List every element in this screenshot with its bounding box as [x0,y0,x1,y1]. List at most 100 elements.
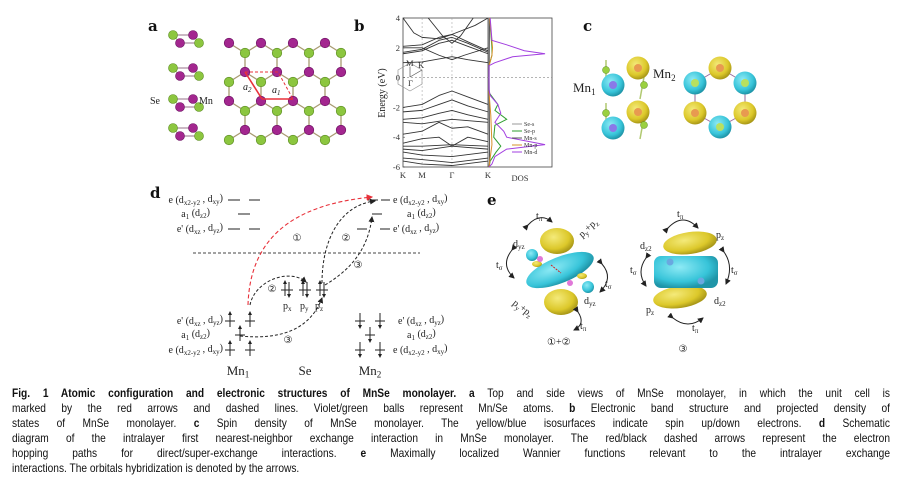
subscript: x2-y2 [184,349,201,357]
se-atom [255,76,267,88]
arrow-head [305,294,309,298]
subscript: x2-y2 [408,349,425,357]
y-tick-label: 2 [396,43,400,53]
subscript: yz [518,243,525,251]
subscript: σ [608,283,612,291]
direct-exchange-path [247,194,374,306]
panel-b-label: b [354,17,365,35]
subscript: xy [213,198,221,206]
k-tick-label: M [418,170,426,180]
wf2-caption: ③ [679,344,688,355]
mn-atom [271,124,283,136]
band-line [403,33,489,52]
bz-path [409,69,423,78]
mn-atom [691,109,699,117]
path-label-1: ① [293,233,302,244]
band-line [403,160,489,166]
se-atom [303,47,315,59]
text-part: a [181,209,186,220]
band-line [403,157,489,163]
mn-atom [609,124,617,132]
subscript: 1 [186,334,190,342]
se-atom [640,81,648,89]
subscript: xz [415,320,422,328]
se-atom [194,71,204,81]
se-atom [287,134,299,146]
text-part: t [731,265,734,276]
t-pi-label: tπ [580,321,587,333]
subscript: xz [410,228,417,236]
text-part: e (d [169,345,184,356]
mn-atom [255,37,267,49]
level-label: a1 (dz2) [407,328,436,342]
arrow-head [368,339,372,343]
subscript: 1 [411,213,415,221]
figure-caption: Fig. 1 Atomic configuration and electron… [12,386,890,476]
text-part: e' (d [177,316,194,327]
hybridization-arrow [572,306,582,331]
caption-text: states of MnSe monolayer. [12,417,194,430]
arrow-head [283,280,287,284]
y-tick-label: -2 [393,102,400,112]
text-part: a [407,330,412,341]
subscript: yz [589,300,596,308]
caption-line: diagram of the intralayer first nearest-… [12,431,890,446]
se-atom [319,76,331,88]
subscript: z2 [645,245,652,253]
arrow-head [287,294,291,298]
mn1-empty-levels [228,199,260,230]
se-atom [194,38,204,48]
spin-up-lobe [653,285,707,309]
y-axis-label: Energy (eV) [377,68,388,118]
spin-up-lobe [577,273,587,279]
text-part: , d [425,344,438,355]
subscript: z2 [200,333,207,341]
text-part: ) [436,222,439,233]
legend-label: Mn-p [524,143,537,149]
text-part: ) [432,207,435,218]
subscript: y [513,304,521,313]
caption-text: Maximally localized Wannier functions re… [366,447,891,460]
wf1-caption-2: +② [556,337,571,348]
super-exchange-path-3b [324,216,375,286]
caption-line: states of MnSe monolayer. c Spin density… [12,416,890,431]
spin-up-lobe [532,261,542,267]
band-line [403,151,489,158]
mn2-label: Mn2 [653,66,676,83]
text-part: p [315,301,320,312]
caption-text: hopping paths for direct/super-exchange … [12,447,361,460]
arrow-head [248,311,252,315]
mn-atom [188,123,198,133]
caption-bold: e [360,447,367,460]
band-line [427,18,474,44]
d-yz-label: dyz [513,239,525,251]
mn2-empty-levels [357,199,390,230]
p-z-label: pz [716,230,724,242]
se-atom [335,47,347,59]
mn-atom [741,109,749,117]
text-part: , d [201,315,214,326]
band-line [403,136,489,147]
hybridization-arrow [667,312,704,325]
dos-label: DOS [511,173,528,183]
super-exchange-path-2a [249,275,307,306]
text-part: , d [422,315,435,326]
hopping-marker [550,264,562,274]
subscript: 2 [377,370,382,380]
mn-atom [175,71,185,81]
se-atom [319,134,331,146]
p-z-label: pz [646,305,654,317]
mn-atom [634,108,642,116]
hybridization-arrow [718,246,731,285]
level-label: e (dx2-y2 , dxy) [393,193,447,207]
subscript: z2 [426,333,433,341]
text-part: e' (d [393,224,410,235]
arrow-head [378,354,382,358]
subscript: xy [437,198,445,206]
mn-atom [634,64,642,72]
subscript: y [305,305,309,313]
t-sigma-label: tσ [630,265,637,277]
text-part: a [407,209,412,220]
text-part: p [716,230,721,241]
arrow-head [228,311,232,315]
